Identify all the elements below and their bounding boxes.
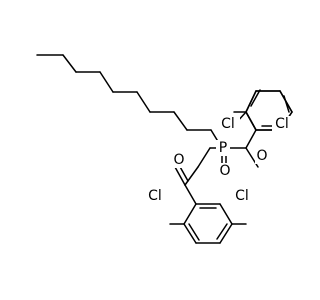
upper-carbonyl-oxygen-label: O [256, 148, 267, 164]
lower-carbonyl-oxygen-label: O [173, 152, 184, 168]
phosphoryl-oxygen-label: O [219, 163, 230, 179]
lower-aryl-ring [169, 203, 247, 244]
chlorine-lower-right-label: Cl [235, 188, 249, 204]
chlorine-lower-left-label: Cl [148, 188, 162, 204]
lower-benzoyl-group [174, 164, 199, 205]
decyl-chain [36, 54, 223, 149]
atom-labels: P O O O Cl Cl Cl Cl [145, 116, 292, 204]
structural-formula: P O O O Cl Cl Cl Cl [36, 54, 293, 244]
chlorine-upper-left-label: Cl [221, 116, 235, 132]
chlorine-upper-right-label: Cl [275, 116, 289, 132]
phosphorus-label: P [219, 140, 227, 156]
upper-aryl-ring [233, 89, 293, 131]
